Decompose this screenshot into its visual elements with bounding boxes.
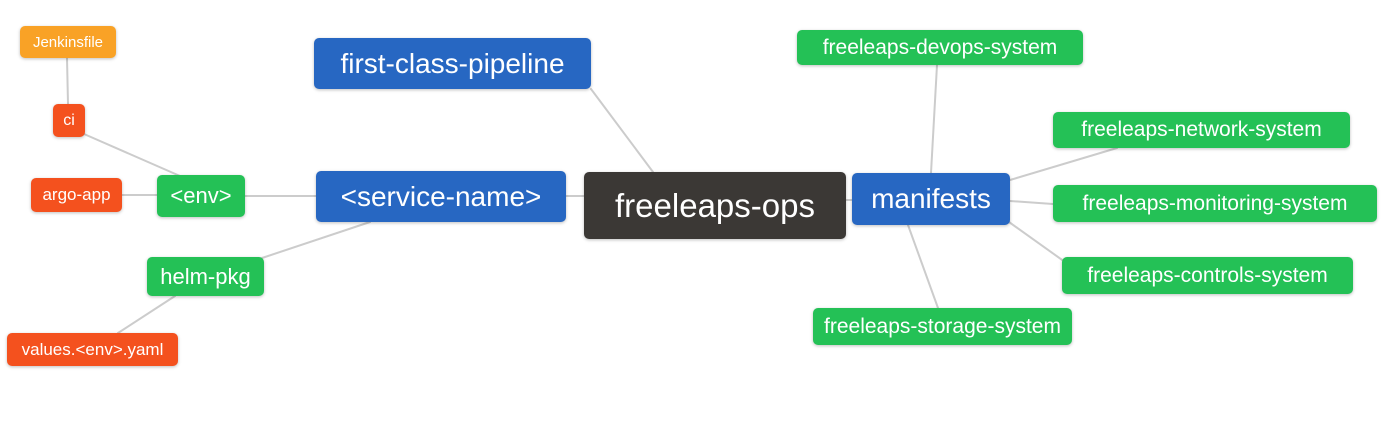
edge-values-env-yaml-to-helm-pkg <box>117 295 176 334</box>
node-helm-pkg[interactable]: helm-pkg <box>147 257 264 296</box>
node-label: <service-name> <box>340 180 542 212</box>
node-ci[interactable]: ci <box>53 104 85 137</box>
node-freeleaps-ops[interactable]: freeleaps-ops <box>584 172 846 239</box>
node-label: freeleaps-controls-system <box>1087 263 1328 287</box>
node-env[interactable]: <env> <box>157 175 245 217</box>
node-freeleaps-controls-system[interactable]: freeleaps-controls-system <box>1062 257 1353 294</box>
node-label: manifests <box>871 183 991 214</box>
edge-manifests-to-freeleaps-controls-system <box>1008 221 1066 263</box>
edge-ci-to-env <box>83 133 181 177</box>
node-label: freeleaps-network-system <box>1081 118 1322 141</box>
node-label: first-class-pipeline <box>340 47 565 79</box>
edge-manifests-to-freeleaps-network-system <box>1009 147 1118 181</box>
node-label: argo-app <box>42 185 111 204</box>
node-service-name[interactable]: <service-name> <box>316 171 566 222</box>
edge-manifests-to-freeleaps-storage-system <box>907 224 939 309</box>
node-first-class-pipeline[interactable]: first-class-pipeline <box>314 38 591 89</box>
node-freeleaps-monitoring-system[interactable]: freeleaps-monitoring-system <box>1053 185 1377 222</box>
node-label: Jenkinsfile <box>32 33 104 51</box>
node-argo-app[interactable]: argo-app <box>31 178 122 212</box>
edge-manifests-to-freeleaps-devops-system <box>930 64 938 174</box>
node-label: ci <box>63 111 75 129</box>
edge-first-class-pipeline-to-freeleaps-ops <box>590 88 654 173</box>
edge-helm-pkg-to-service-name <box>261 221 371 259</box>
node-label: freeleaps-monitoring-system <box>1082 191 1348 215</box>
node-label: values.<env>.yaml <box>21 339 164 359</box>
node-freeleaps-devops-system[interactable]: freeleaps-devops-system <box>797 30 1083 65</box>
node-manifests[interactable]: manifests <box>852 173 1010 225</box>
edge-jenkinsfile-to-ci <box>66 57 69 105</box>
node-jenkinsfile[interactable]: Jenkinsfile <box>20 26 116 58</box>
node-label: freeleaps-devops-system <box>822 35 1058 59</box>
node-freeleaps-storage-system[interactable]: freeleaps-storage-system <box>813 308 1072 345</box>
node-freeleaps-network-system[interactable]: freeleaps-network-system <box>1053 112 1350 148</box>
edge-manifests-to-freeleaps-monitoring-system <box>1009 200 1054 205</box>
node-label: helm-pkg <box>160 263 251 289</box>
node-label: freeleaps-storage-system <box>824 314 1061 338</box>
node-label: <env> <box>170 183 232 208</box>
node-values-env-yaml[interactable]: values.<env>.yaml <box>7 333 178 366</box>
node-label: freeleaps-ops <box>615 186 815 224</box>
